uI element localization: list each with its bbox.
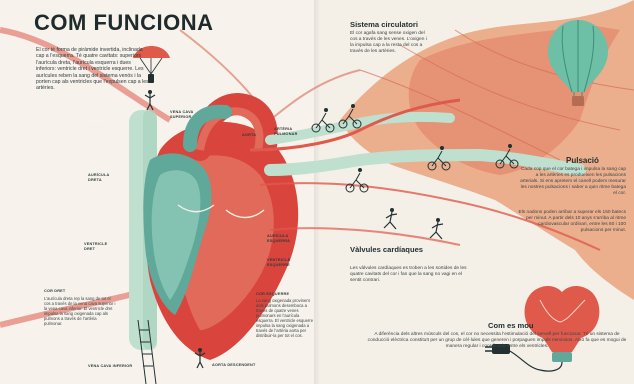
lung-path [264, 148, 586, 176]
runner-icon [383, 208, 398, 230]
book-gutter [314, 0, 320, 384]
cyclist-icon [495, 144, 519, 169]
ladder-icon [137, 319, 157, 384]
cyclist-icon [427, 146, 451, 171]
heading-sistema-circulatori: Sistema circulatori [350, 20, 418, 29]
label-auricula-dreta: AURÍCULA DRETA [88, 173, 110, 182]
heading-valvules: Vàlvules cardíaques [350, 245, 424, 254]
heading-pulsacio: Pulsació [566, 156, 599, 165]
cor-dret-text: L’aurícula dreta rep la sang de tot el c… [44, 296, 116, 326]
cor-esquerre-text: La sang oxigenada provinent dels pulmons… [256, 298, 314, 338]
artery-red-2 [259, 182, 601, 251]
cyclist-icon [345, 168, 369, 193]
parachute-icon [133, 46, 170, 83]
climber-icon [144, 90, 156, 111]
label-arteries: ARTÈRIES [84, 126, 105, 130]
artery-red-1 [249, 98, 461, 152]
heart-lamp-icon [485, 286, 600, 372]
vessel-lines-top [179, 29, 361, 122]
intro-text: El cor té forma de piràmide invertida, i… [36, 47, 149, 92]
label-vena-cava-superior: VENA CAVA SUPERIOR [170, 110, 194, 119]
heading-cor-esquerre: COR ESQUERRE [256, 292, 290, 296]
pulsacio-text-2: Els nadons poden arribar a superar els 1… [518, 210, 626, 233]
pulsacio-text-1: Cada cop que el cor batega i impulsa la … [520, 167, 626, 196]
com-es-mou-text: A diferència dels altres músculs del cos… [367, 332, 627, 349]
valvules-text: Les vàlvules cardíaques es troben a les … [350, 266, 467, 283]
page-title: COM FUNCIONA [34, 10, 214, 35]
label-aorta-descendent: AORTA DESCENDENT [212, 363, 256, 367]
runner-icon [429, 218, 444, 240]
label-ventricle-dret: VENTRICLE DRET [84, 242, 108, 251]
heading-com-es-mou: Com es mou [488, 321, 534, 330]
hot-air-balloon-icon [548, 20, 608, 106]
arteria-pulmonar-path [265, 111, 455, 145]
cyclist-icon [311, 108, 335, 133]
body-contours [359, 29, 634, 161]
label-auricula-esquerra: AURÍCULA ESQUERRA [267, 234, 291, 243]
heart [143, 93, 299, 361]
heading-cor-dret: COR DRET [44, 289, 66, 293]
label-aorta: AORTA [242, 133, 257, 137]
cyclist-icon [338, 104, 362, 129]
sistema-text: El cor agafa sang sense oxigen del cos a… [350, 31, 427, 54]
label-vena-cava-inferior: VENA CAVA INFERIOR [88, 364, 133, 368]
label-ventricle-esquerre: VENTRICLE ESQUERRE [267, 258, 291, 267]
artery-red-3 [269, 227, 461, 246]
climber-icon [194, 348, 206, 369]
label-arteria-pulmonar: ARTÈRIA PULMONAR [274, 127, 298, 136]
